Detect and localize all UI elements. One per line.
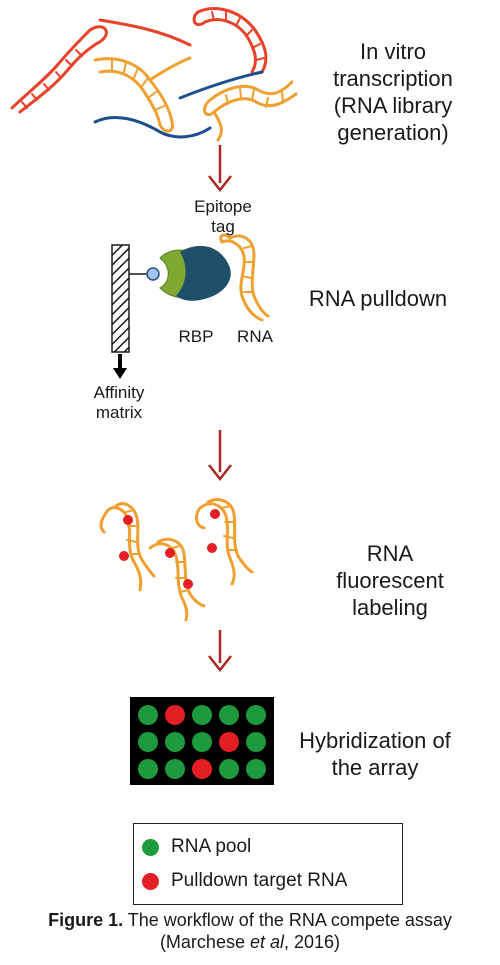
figure-caption: Figure 1. The workflow of the RNA compet… xyxy=(0,910,500,931)
citation-pre: (Marchese xyxy=(159,932,250,952)
citation-post: , 2016) xyxy=(284,932,341,952)
affinity-line-1: Affinity xyxy=(93,383,145,402)
pulldown-label: RNA pulldown xyxy=(308,286,448,311)
hybridization-label: Hybridization of the array xyxy=(286,727,464,781)
hybridization-line-2: the array xyxy=(331,755,419,780)
epitope-linker xyxy=(129,267,160,281)
transcription-line-2: transcription xyxy=(333,66,453,91)
red-dot-icon xyxy=(142,873,159,890)
transcription-label: In vitro transcription (RNA library gene… xyxy=(318,38,468,146)
rna-library-illustration xyxy=(10,7,298,142)
array-spot-pool xyxy=(138,705,158,725)
labeling-line-3: labeling xyxy=(352,595,428,620)
legend-item-pulldown-target: Pulldown target RNA xyxy=(171,870,348,891)
arrow-2 xyxy=(208,430,232,482)
array-spot-pool xyxy=(219,759,239,779)
array-spot-target xyxy=(192,759,212,779)
affinity-line-2: matrix xyxy=(95,403,143,422)
labeled-rna-group xyxy=(99,498,254,622)
array-spot-pool xyxy=(246,759,266,779)
affinity-matrix-column xyxy=(111,244,130,379)
citation-italic: et al xyxy=(249,932,284,952)
array-spot-pool xyxy=(165,759,185,779)
transcription-line-1: In vitro xyxy=(359,39,427,64)
affinity-matrix-label: Affinity matrix xyxy=(74,383,164,423)
array-spot-pool xyxy=(138,732,158,752)
legend-item-rna-pool: RNA pool xyxy=(171,836,252,857)
figure-citation: (Marchese et al, 2016) xyxy=(0,932,500,953)
rbp-label: RBP xyxy=(178,327,214,346)
array-spot-target xyxy=(219,732,239,752)
green-dot-icon xyxy=(142,839,159,856)
arrow-3 xyxy=(208,630,232,673)
epitope-line-2: tag xyxy=(211,217,235,236)
array-spot-pool xyxy=(165,732,185,752)
bound-rna xyxy=(219,233,270,322)
rna-label: RNA xyxy=(237,327,273,346)
transcription-line-3: (RNA library xyxy=(333,93,453,118)
hybridization-line-1: Hybridization of xyxy=(299,728,451,753)
fluorescent-labels xyxy=(119,509,220,589)
array-spot-pool xyxy=(192,732,212,752)
labeling-label: RNA fluorescent labeling xyxy=(320,540,460,621)
arrow-1 xyxy=(208,145,232,193)
rbp-shape xyxy=(176,245,231,301)
array-spot-pool xyxy=(138,759,158,779)
array-spot-target xyxy=(165,705,185,725)
labeling-line-2: fluorescent xyxy=(336,568,444,593)
transcription-line-4: generation) xyxy=(337,120,449,145)
array-spots xyxy=(138,705,266,779)
epitope-line-1: Epitope xyxy=(194,197,252,216)
labeling-line-1: RNA xyxy=(366,541,414,566)
caption-text: The workflow of the RNA compete assay xyxy=(123,910,452,930)
figure-number: Figure 1. xyxy=(48,910,124,930)
array-spot-pool xyxy=(246,732,266,752)
legend: RNA pool Pulldown target RNA xyxy=(133,823,403,905)
array-spot-pool xyxy=(246,705,266,725)
array-spot-pool xyxy=(219,705,239,725)
epitope-tag-label: Epitope tag xyxy=(188,197,258,237)
array-spot-pool xyxy=(192,705,212,725)
